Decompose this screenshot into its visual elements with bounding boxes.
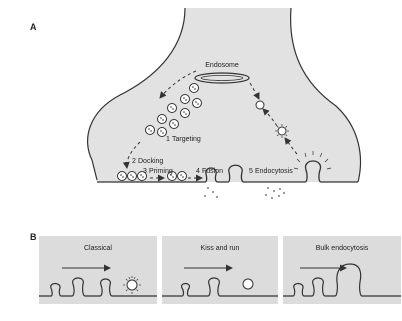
step-label: Docking bbox=[138, 158, 163, 165]
presynaptic-terminal bbox=[88, 8, 361, 182]
subpanel-classical: Classical bbox=[39, 236, 157, 304]
mode-label: Classical bbox=[84, 245, 112, 252]
empty-vesicle bbox=[256, 101, 264, 109]
subpanel-kiss-and-run: Kiss and run bbox=[162, 236, 278, 304]
panel-a-letter: A bbox=[30, 22, 37, 32]
released-transmitter bbox=[204, 187, 285, 199]
step-number: 4 bbox=[196, 168, 200, 175]
step-label: Fusion bbox=[202, 168, 223, 175]
endosome-label: Endosome bbox=[205, 62, 239, 69]
step-number: 5 bbox=[249, 168, 253, 175]
step-label: Priming bbox=[149, 168, 173, 175]
step-label: Endocytosis bbox=[255, 168, 293, 175]
step-targeting: 1 Targeting bbox=[166, 136, 201, 143]
step-number: 2 bbox=[132, 158, 136, 165]
step-number: 1 bbox=[166, 136, 170, 143]
step-endocytosis: 5 Endocytosis bbox=[249, 168, 293, 175]
mode-label: Kiss and run bbox=[201, 245, 240, 252]
step-label: Targeting bbox=[172, 136, 201, 143]
step-number: 3 bbox=[143, 168, 147, 175]
subpanel-bulk-endocytosis: Bulk endocytosis bbox=[283, 236, 401, 304]
panel-b-letter: B bbox=[30, 232, 37, 242]
mode-label: Bulk endocytosis bbox=[316, 245, 369, 252]
